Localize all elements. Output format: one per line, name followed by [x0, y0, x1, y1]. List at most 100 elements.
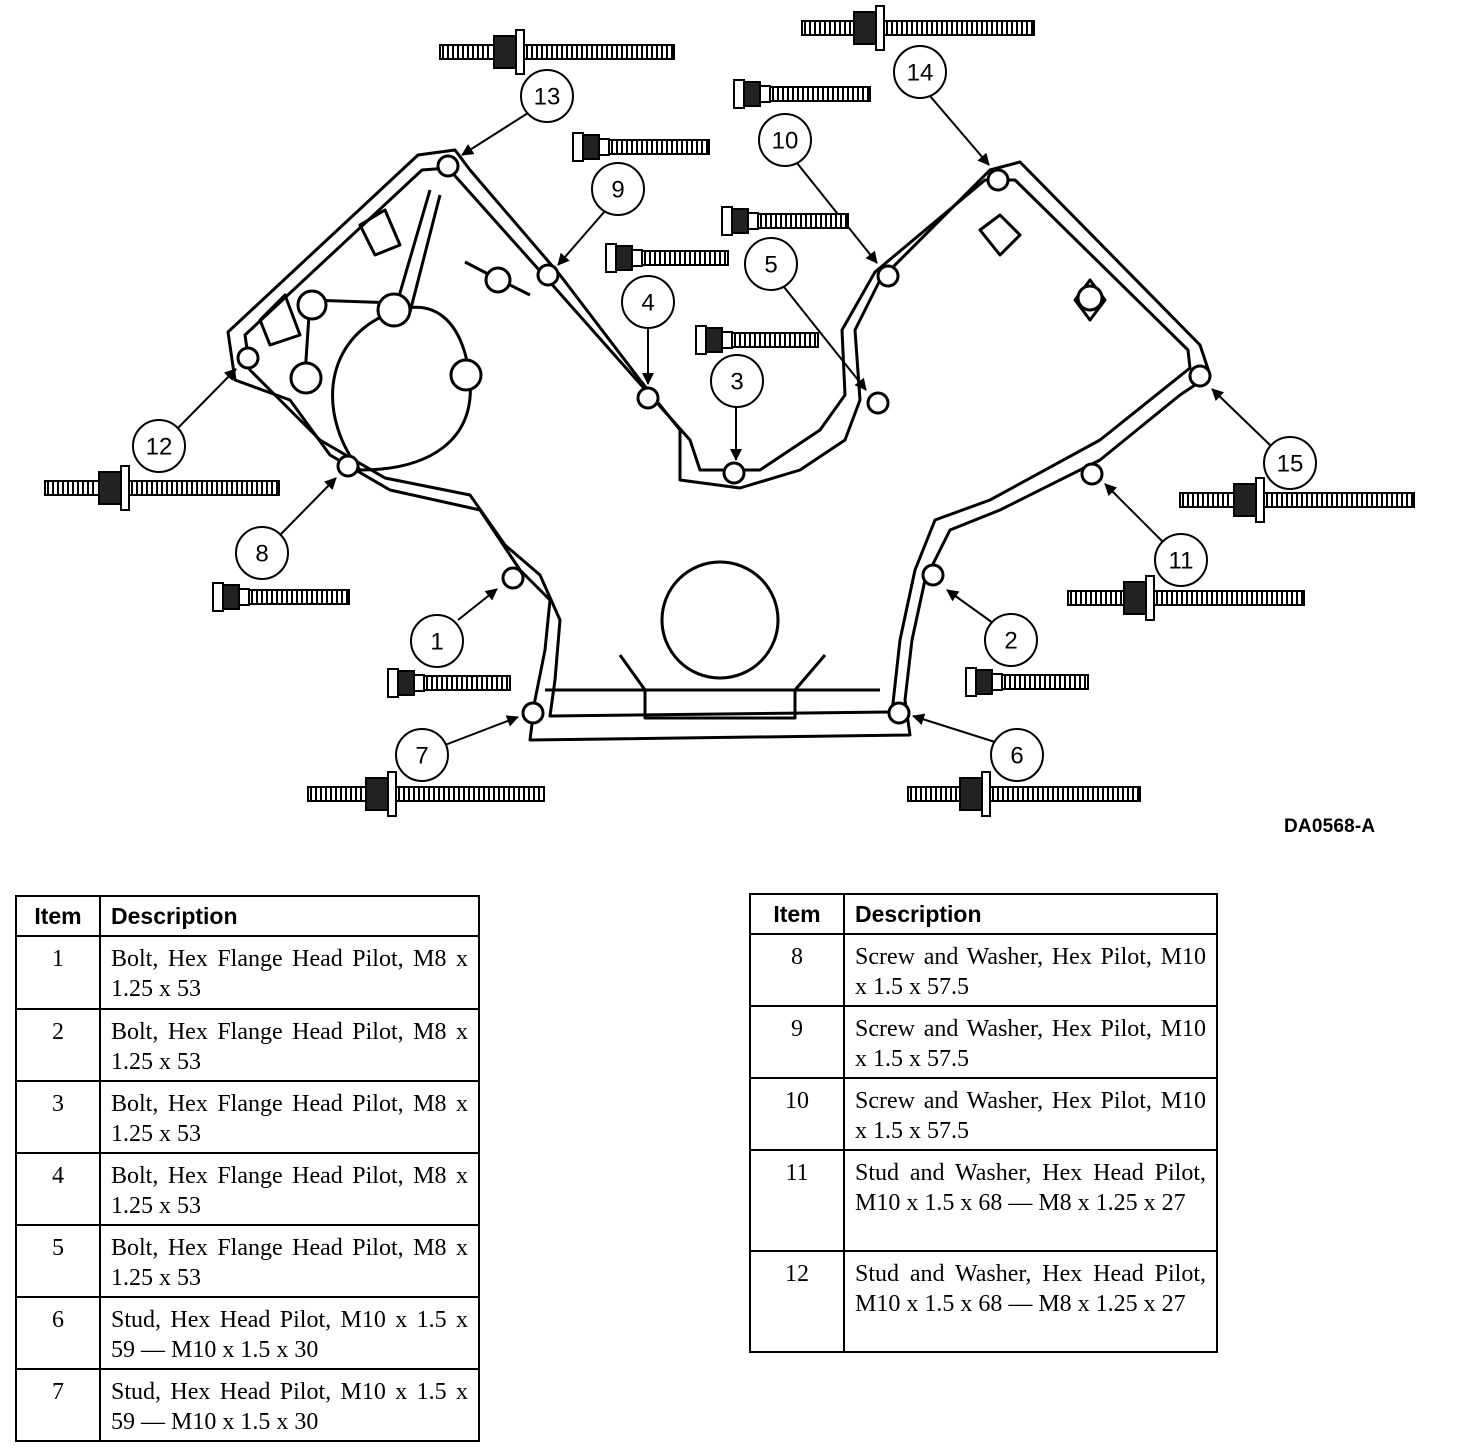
- bolt-hole-1: [501, 566, 525, 590]
- callout-7: 7: [395, 728, 449, 782]
- table-row: 12 Stud and Washer, Hex Head Pilot, M10 …: [749, 1250, 1218, 1353]
- table-row: 1 Bolt, Hex Flange Head Pilot, M8 x 1.25…: [15, 935, 480, 1010]
- item-description: Screw and Washer, Hex Pilot, M10 x 1.5 x…: [843, 933, 1218, 1007]
- screw-10-icon: [733, 79, 871, 109]
- callout-8: 8: [235, 526, 289, 580]
- callout-10: 10: [758, 113, 812, 167]
- item-description: Screw and Washer, Hex Pilot, M10 x 1.5 x…: [843, 1077, 1218, 1151]
- item-description: Stud and Washer, Hex Head Pilot, M10 x 1…: [843, 1250, 1218, 1353]
- column-header-description: Description: [99, 895, 480, 937]
- item-number: 1: [15, 935, 101, 1010]
- item-number: 9: [749, 1005, 845, 1079]
- callout-15: 15: [1263, 436, 1317, 490]
- item-description: Bolt, Hex Flange Head Pilot, M8 x 1.25 x…: [99, 1152, 480, 1226]
- callout-label: 11: [1169, 548, 1194, 575]
- parts-table-left: Item Description 1 Bolt, Hex Flange Head…: [15, 895, 480, 1442]
- callout-label: 13: [534, 84, 561, 111]
- front-cover-outline: [226, 148, 1212, 742]
- column-header-item: Item: [749, 893, 845, 935]
- front-cover-bolt-diagram: 1 2 3 4 5 6 7 8 9 10 11 12 13 14 15: [44, 5, 1415, 817]
- callout-label: 8: [255, 541, 268, 568]
- figure-code: DA0568-A: [1284, 816, 1376, 837]
- bolt-5-icon: [721, 206, 849, 236]
- item-number: 11: [749, 1149, 845, 1252]
- stud-6-icon: [907, 771, 1141, 817]
- bolt-hole-11: [1080, 462, 1104, 486]
- callout-label: 14: [907, 60, 934, 87]
- table-row: 11 Stud and Washer, Hex Head Pilot, M10 …: [749, 1149, 1218, 1252]
- callout-label: 6: [1010, 743, 1023, 770]
- callout-label: 7: [415, 743, 428, 770]
- callout-label: 12: [146, 434, 173, 461]
- bolt-holes: [236, 154, 1212, 725]
- table-row: 7 Stud, Hex Head Pilot, M10 x 1.5 x 59 —…: [15, 1368, 480, 1442]
- callout-11: 11: [1154, 533, 1208, 587]
- callout-label: 9: [611, 177, 624, 204]
- callout-5: 5: [744, 237, 798, 291]
- table-row: 10 Screw and Washer, Hex Pilot, M10 x 1.…: [749, 1077, 1218, 1151]
- item-number: 12: [749, 1250, 845, 1353]
- callout-label: 10: [772, 128, 799, 155]
- bolt-hole-2: [921, 563, 945, 587]
- bolt-hole-12: [236, 346, 260, 370]
- bolt-1-icon: [387, 668, 511, 698]
- crankshaft-opening: [660, 560, 780, 680]
- table-row: 8 Screw and Washer, Hex Pilot, M10 x 1.5…: [749, 933, 1218, 1007]
- item-description: Bolt, Hex Flange Head Pilot, M8 x 1.25 x…: [99, 1080, 480, 1154]
- table-row: 3 Bolt, Hex Flange Head Pilot, M8 x 1.25…: [15, 1080, 480, 1154]
- accessory-bosses: [289, 266, 1104, 395]
- bolt-hole-7: [521, 701, 545, 725]
- callouts: 1 2 3 4 5 6 7 8 9 10 11 12 13 14 15: [132, 45, 1317, 782]
- bolt-4-icon: [605, 243, 729, 273]
- parts-table-right: Item Description 8 Screw and Washer, Hex…: [749, 893, 1218, 1353]
- callout-label: 2: [1004, 628, 1017, 655]
- callout-13: 13: [520, 69, 574, 123]
- stud-7-icon: [307, 771, 545, 817]
- bolt-hole-6: [887, 701, 911, 725]
- screw-8-icon: [212, 582, 350, 612]
- leader-arrows: [177, 95, 1271, 746]
- callout-12: 12: [132, 419, 186, 473]
- bolt-hole-4: [636, 386, 660, 410]
- item-number: 10: [749, 1077, 845, 1151]
- item-description: Bolt, Hex Flange Head Pilot, M8 x 1.25 x…: [99, 1224, 480, 1298]
- item-description: Stud, Hex Head Pilot, M10 x 1.5 x 59 — M…: [99, 1368, 480, 1442]
- callout-2: 2: [984, 613, 1038, 667]
- item-number: 2: [15, 1008, 101, 1082]
- bolt-2-icon: [965, 667, 1089, 697]
- item-number: 3: [15, 1080, 101, 1154]
- bolt-hole-15: [1188, 364, 1212, 388]
- item-description: Bolt, Hex Flange Head Pilot, M8 x 1.25 x…: [99, 935, 480, 1010]
- callout-label: 15: [1277, 451, 1304, 478]
- callout-label: 5: [764, 252, 777, 279]
- table-header-row: Item Description: [749, 893, 1218, 935]
- item-number: 5: [15, 1224, 101, 1298]
- bolt-hole-9: [536, 263, 560, 287]
- item-number: 7: [15, 1368, 101, 1442]
- stud-14-icon: [801, 5, 1035, 51]
- table-header-row: Item Description: [15, 895, 480, 937]
- bolt-hole-8: [336, 454, 360, 478]
- callout-1: 1: [410, 614, 464, 668]
- item-description: Bolt, Hex Flange Head Pilot, M8 x 1.25 x…: [99, 1008, 480, 1082]
- stud-11-icon: [1067, 575, 1305, 621]
- item-description: Stud, Hex Head Pilot, M10 x 1.5 x 59 — M…: [99, 1296, 480, 1370]
- callout-3: 3: [710, 354, 764, 408]
- fastener-illustrations: [44, 5, 1415, 817]
- callout-label: 3: [730, 369, 743, 396]
- bolt-hole-10: [876, 264, 900, 288]
- bolt-hole-5: [866, 391, 890, 415]
- item-number: 6: [15, 1296, 101, 1370]
- item-description: Screw and Washer, Hex Pilot, M10 x 1.5 x…: [843, 1005, 1218, 1079]
- table-row: 4 Bolt, Hex Flange Head Pilot, M8 x 1.25…: [15, 1152, 480, 1226]
- item-number: 4: [15, 1152, 101, 1226]
- stud-12-icon: [44, 465, 280, 511]
- callout-label: 1: [430, 629, 443, 656]
- callout-6: 6: [990, 728, 1044, 782]
- column-header-description: Description: [843, 893, 1218, 935]
- bolt-hole-3: [722, 461, 746, 485]
- table-row: 5 Bolt, Hex Flange Head Pilot, M8 x 1.25…: [15, 1224, 480, 1298]
- stud-13-icon: [439, 29, 675, 75]
- callout-14: 14: [893, 45, 947, 99]
- table-row: 2 Bolt, Hex Flange Head Pilot, M8 x 1.25…: [15, 1008, 480, 1082]
